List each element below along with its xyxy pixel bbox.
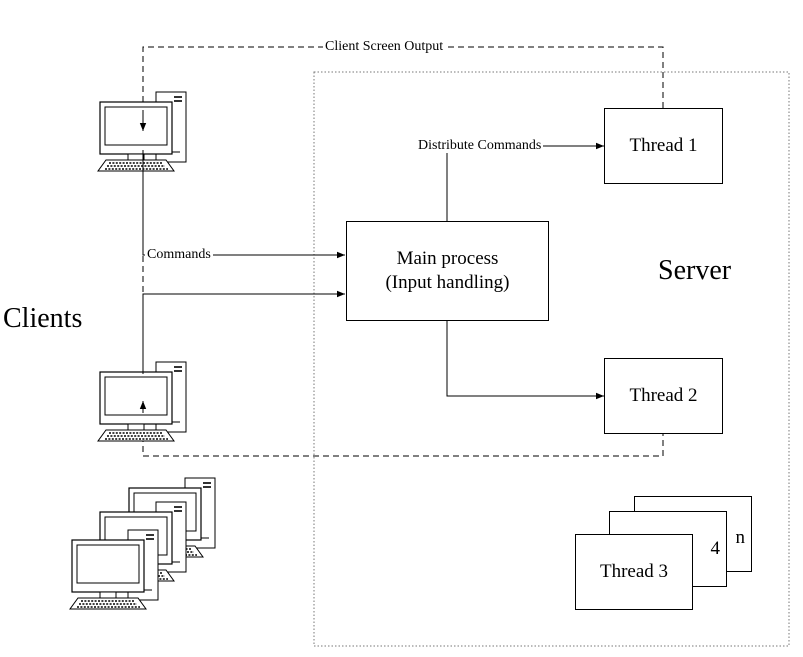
clients-label: Clients [3,303,83,334]
server-label: Server [658,255,732,286]
thread-n-label: n [735,527,746,548]
client-stack-icon [69,477,216,610]
thread-2-label: Thread 2 [629,385,698,406]
thread-2-box: Thread 2 [604,358,723,434]
distribute-arrow-thread1 [446,142,604,221]
thread-4-label: 4 [710,538,721,559]
thread-1-label: Thread 1 [629,135,698,156]
server-boundary [313,71,790,647]
thread-3-label: Thread 3 [599,561,669,582]
thread-1-box: Thread 1 [604,108,723,184]
commands-arrow-2 [142,290,345,374]
client-computer-1-icon [97,91,187,172]
commands-arrow-1 [142,150,345,259]
distribute-commands-label: Distribute Commands [416,138,544,153]
commands-label: Commands [145,247,213,262]
main-process-box: Main process (Input handling) [346,221,549,321]
thread-3-box: Thread 3 [575,534,693,610]
client-screen-output-label: Client Screen Output [323,39,446,54]
client-computer-2-icon [97,361,187,442]
main-process-subtitle: (Input handling) [385,272,510,293]
main-process-title: Main process [396,248,499,270]
distribute-arrow-thread2 [446,321,604,400]
